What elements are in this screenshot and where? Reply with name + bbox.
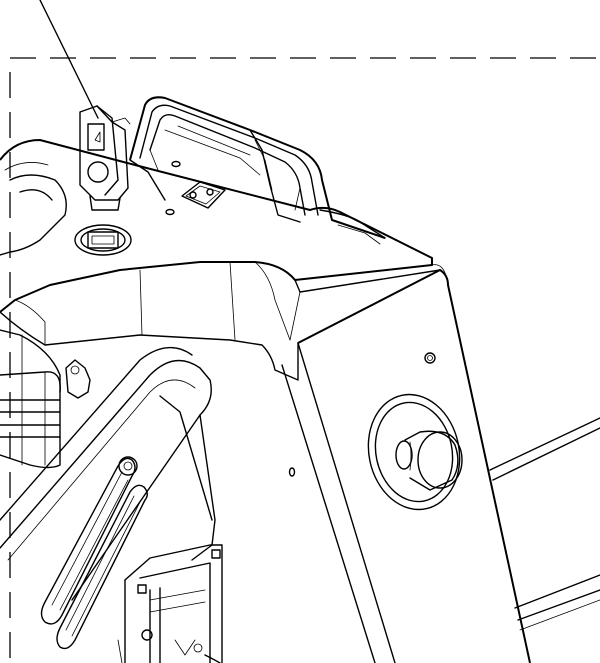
top-port [74, 224, 132, 256]
lower-mechanism [117, 544, 223, 663]
left-column [0, 329, 91, 469]
carry-handle [129, 96, 386, 245]
support-arm [0, 347, 216, 601]
top-holes [165, 160, 181, 216]
latch-plate [181, 181, 226, 209]
right-panel [281, 264, 531, 663]
id-tag [79, 105, 131, 211]
arm-slots [40, 456, 148, 650]
top-cap [0, 139, 441, 381]
leader-line [39, 0, 99, 119]
push-button [367, 393, 463, 511]
frame-rails [489, 417, 600, 631]
